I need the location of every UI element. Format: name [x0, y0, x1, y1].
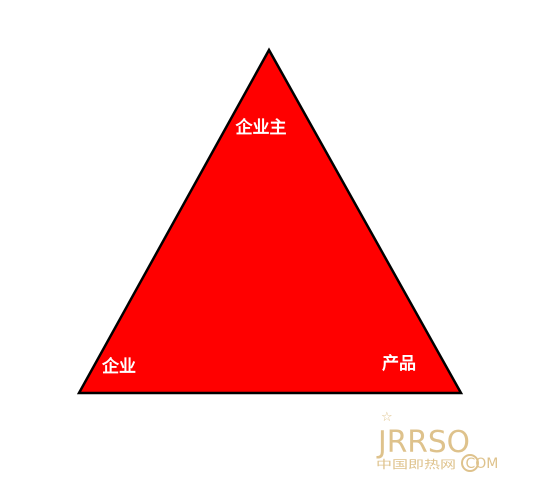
label-bottom-right-vertex: 产品	[382, 353, 416, 374]
watermark-logo: ☆ JRRSO 中国即热网 .COM	[376, 410, 498, 472]
label-bottom-left-vertex: 企业	[101, 356, 136, 377]
watermark-suffix: .COM	[461, 456, 498, 472]
star-icon: ☆	[381, 410, 393, 425]
watermark-wordmark: JRRSO	[376, 425, 470, 460]
label-top-vertex: 企业主	[235, 117, 287, 138]
watermark-subtitle: 中国即热网	[376, 458, 456, 471]
magnifier-ring	[461, 454, 479, 472]
red-triangle	[76, 47, 464, 395]
